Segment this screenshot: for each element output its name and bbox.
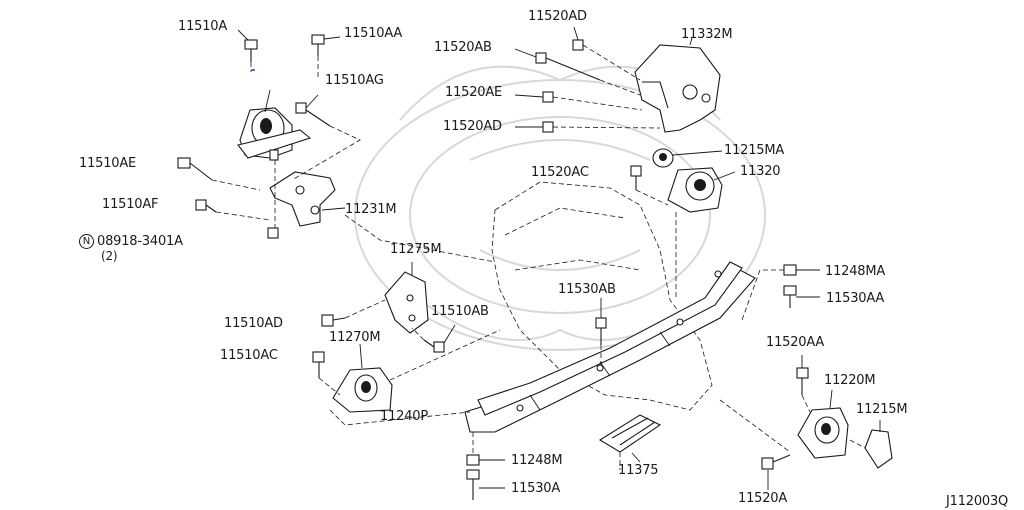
label-08918-qty: (2) [101,249,118,263]
bolts-right-upper [741,264,820,321]
mount-11320 [667,167,736,213]
label-11215m[interactable]: 11215M [856,402,908,417]
label-11510ae[interactable]: 11510AE [79,156,137,171]
label-11520ab[interactable]: 11520AB [434,40,492,55]
label-11530a[interactable]: 11530A [511,481,561,496]
label-11520a[interactable]: 11520A [738,491,788,506]
label-11248ma[interactable]: 11248MA [825,264,886,279]
bolts-bottom-center [466,432,505,500]
mount-11270m [332,343,393,413]
bolts-left-lower [312,314,456,378]
bolt-11520ac [630,165,677,300]
bracket-11215m [864,420,893,469]
label-11520ad-mid[interactable]: 11520AD [443,119,502,134]
label-11520ad-top[interactable]: 11520AD [528,9,587,24]
engine-mount-11220p [237,89,312,159]
label-11510ag[interactable]: 11510AG [325,73,384,88]
label-11320[interactable]: 11320 [740,164,781,179]
label-11510ac[interactable]: 11510AC [220,348,278,363]
label-11510a[interactable]: 11510A [178,19,228,34]
label-11231m[interactable]: 11231M [345,202,397,217]
crossmember-11240p [464,261,756,433]
label-08918-3401a[interactable]: 08918-3401A [97,234,183,249]
bolts-top-left [177,29,341,239]
label-11220p-highlighted[interactable] [251,69,255,71]
dashed-leaders-left [211,56,496,263]
label-11270m[interactable]: 11270M [329,330,381,345]
label-11248m[interactable]: 11248M [511,453,563,468]
label-11375[interactable]: 11375 [618,463,659,478]
label-11240p[interactable]: 11240P [380,409,428,424]
support-11375 [598,414,662,470]
label-11220m[interactable]: 11220M [824,373,876,388]
label-11510aa[interactable]: 11510AA [344,26,403,41]
bracket-11275m [384,262,429,334]
label-11510af[interactable]: 11510AF [102,197,159,212]
dashed-leaders-left-lower [318,299,501,426]
label-11520ae[interactable]: 11520AE [445,85,503,100]
label-11215ma[interactable]: 11215MA [724,143,785,158]
label-11530aa[interactable]: 11530AA [826,291,885,306]
bracket-11231m [269,171,346,227]
label-11510ab[interactable]: 11510AB [431,304,489,319]
nut-symbol-icon: N [79,234,94,249]
mount-11220m [797,389,849,459]
label-11510ad[interactable]: 11510AD [224,316,283,331]
figure-code: J112003Q [946,494,1009,509]
insulator-11215ma [652,148,723,168]
bracket-11332m [634,37,721,133]
label-11520ac[interactable]: 11520AC [531,165,589,180]
bolt-11530ab [595,298,607,365]
bolts-top-right [514,26,661,133]
label-11530ab[interactable]: 11530AB [558,282,616,297]
engine-outline [491,181,713,411]
label-11275m[interactable]: 11275M [390,242,442,257]
label-11520aa[interactable]: 11520AA [766,335,825,350]
bolts-right-lower [719,355,866,490]
label-11332m[interactable]: 11332M [681,27,733,42]
